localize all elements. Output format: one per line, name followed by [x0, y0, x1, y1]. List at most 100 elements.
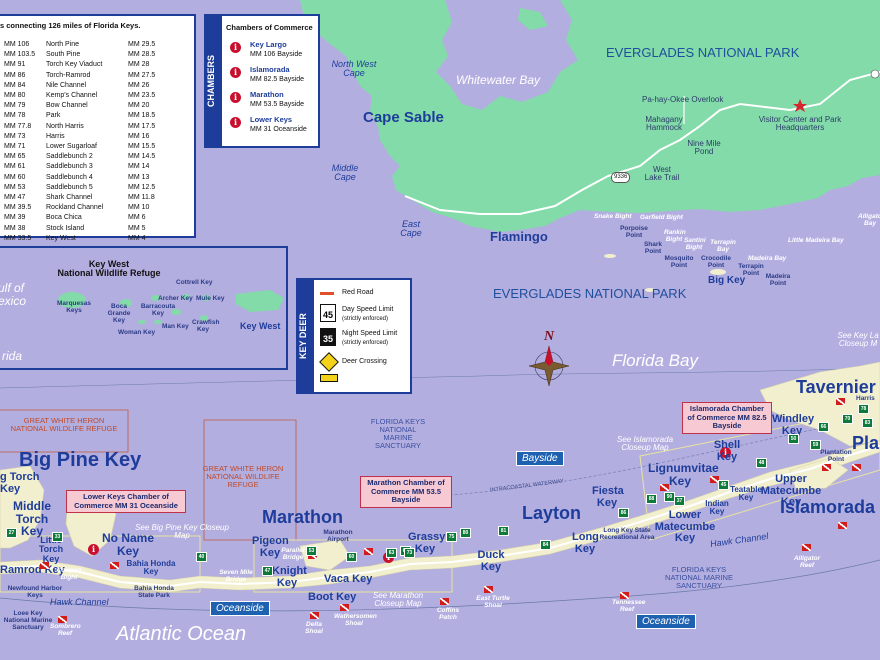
mile-marker-cell: MM 39.5 — [4, 204, 32, 212]
dive-flag-icon — [836, 398, 845, 405]
marathon-label: Marathon — [262, 507, 343, 527]
legend-red-road: Red Road — [342, 289, 374, 296]
mile-marker-cell: MM 106 — [4, 41, 30, 48]
chamber-mm: MM 31 Oceanside — [250, 126, 307, 133]
chamber-name: Islamorada — [250, 65, 290, 74]
windley-key-label: Windley Key — [772, 413, 815, 437]
key-deer-legend: KEY DEER Red Road 45 Day Speed Limit(str… — [296, 278, 412, 394]
legend-night-speed: Night Speed Limit(strictly enforced) — [342, 330, 398, 346]
inset-key: Archer Key — [158, 295, 193, 302]
nine-mile-label: Nine Mile Pond — [687, 139, 721, 157]
duck-key-label: Duck Key — [477, 549, 505, 573]
chambers-title: Chambers of Commerce — [226, 23, 313, 32]
mile-marker-sign: 50 — [788, 434, 799, 444]
chambers-panel: CHAMBERS Chambers of Commerce i Key Larg… — [204, 14, 320, 148]
bahia-park-label: Bahia Honda State Park — [134, 585, 174, 599]
mile-marker-cell: South Pine — [46, 51, 81, 59]
bay-point: Mosquito Point — [664, 255, 694, 269]
mile-marker-sign: 70 — [842, 414, 853, 424]
mile-marker-cell: Torch-Ramrod — [46, 71, 91, 79]
bay-point: Little Madeira Bay — [788, 237, 844, 244]
mile-marker-cell: MM 79 — [4, 102, 26, 110]
mile-marker-cell: Torch Key Viaduct — [46, 61, 103, 69]
info-icon: i — [230, 92, 241, 103]
mile-marker-cell: MM 16 — [128, 132, 150, 140]
mile-marker-cell: MM 80 — [4, 92, 26, 100]
mile-marker-cell: MM 14 — [128, 163, 150, 171]
mile-marker-sign: 60 — [346, 552, 357, 562]
inset-key: Barracouta Key — [140, 303, 176, 317]
dive-flag-icon — [110, 562, 119, 569]
bahia-honda-label: Bahia Honda Key — [126, 559, 176, 577]
bay-point: Madeira Point — [765, 273, 791, 287]
mile-marker-sign: 53 — [306, 546, 317, 556]
dive-flag-icon — [340, 604, 349, 611]
dive-flag-icon — [364, 548, 373, 555]
dive-flag-icon — [440, 598, 449, 605]
mile-marker-cell: MM 86 — [4, 71, 26, 79]
mile-marker-cell: Boca Chica — [46, 214, 82, 222]
mile-marker-cell: MM 60 — [4, 173, 26, 181]
bay-point: Crocodile Point — [701, 255, 731, 269]
mile-marker-cell: Nile Channel — [46, 81, 87, 89]
reef-label: East Turtle Shoal — [476, 595, 510, 609]
mile-marker-sign: 40 — [196, 552, 207, 562]
dive-flag-icon — [310, 612, 319, 619]
grassy-key-label: Grassy Key — [408, 531, 446, 555]
mile-marker-sign: 47 — [262, 566, 273, 576]
mile-marker-sign: 81 — [498, 526, 509, 536]
mile-marker-sign: 78 — [858, 404, 869, 414]
big-key-label: Big Key — [708, 275, 746, 286]
cape-sable-label: Cape Sable — [363, 109, 444, 126]
closeup-big-pine: See Big Pine Key Closeup Map — [135, 523, 229, 541]
north-west-cape: North West Cape — [331, 59, 377, 79]
bay-point: Alligator Bay — [858, 213, 880, 227]
reef-label: Coffins Patch — [436, 607, 460, 621]
route-9336: 9336 — [611, 172, 631, 183]
dive-flag-icon — [852, 464, 861, 471]
chamber-name: Lower Keys — [250, 115, 293, 124]
night-speed-sign: 35 — [320, 328, 336, 346]
boot-key-label: Boot Key — [308, 591, 357, 603]
west-lake-label: West Lake Trail — [644, 165, 680, 183]
bay-point: Madeira Bay — [748, 255, 787, 262]
mile-marker-cell: MM 11.8 — [128, 194, 155, 202]
chamber-name: Marathon — [250, 90, 284, 99]
big-torch-label: g Torch Key — [0, 471, 40, 495]
mile-marker-sign: 88 — [646, 494, 657, 504]
bay-point: Porpoise Point — [620, 225, 648, 239]
mile-marker-cell: MM 20 — [128, 102, 150, 110]
teatable-key-label: Teatable Key — [730, 485, 762, 503]
day-speed-sign: 45 — [320, 304, 336, 322]
mile-marker-sign: 45 — [718, 480, 729, 490]
mahogany-label: Mahagany Hammock — [645, 115, 683, 133]
chamber-mm: MM 106 Bayside — [250, 51, 303, 58]
bay-point: Terrapin Bay — [710, 239, 736, 253]
heron-refuge-center: GREAT WHITE HERON NATIONAL WILDLIFE REFU… — [202, 464, 284, 489]
mile-marker-cell: MM 38 — [4, 224, 26, 232]
bayside-badge: Bayside — [516, 451, 564, 466]
red-road-swatch — [320, 292, 334, 295]
mile-marker-cell: MM 91 — [4, 61, 26, 69]
mile-marker-cell: MM 53 — [4, 183, 26, 191]
mile-marker-sign: 37 — [674, 496, 685, 506]
legend-day-speed: Day Speed Limit(strictly enforced) — [342, 306, 394, 322]
bay-point: Snake Bight — [594, 213, 632, 220]
mile-marker-cell: MM 15.5 — [128, 143, 156, 151]
mile-marker-cell: MM 61 — [4, 163, 26, 171]
mile-marker-cell: Park — [46, 112, 61, 120]
mile-marker-cell: MM 73 — [4, 132, 26, 140]
lignumvitae-label: Lignumvitae Key — [648, 461, 719, 488]
long-key-park-label: Long Key State Recreational Area — [599, 527, 655, 541]
middle-cape: Middle Cape — [331, 163, 359, 183]
mile-marker-cell: MM 47 — [4, 194, 26, 202]
